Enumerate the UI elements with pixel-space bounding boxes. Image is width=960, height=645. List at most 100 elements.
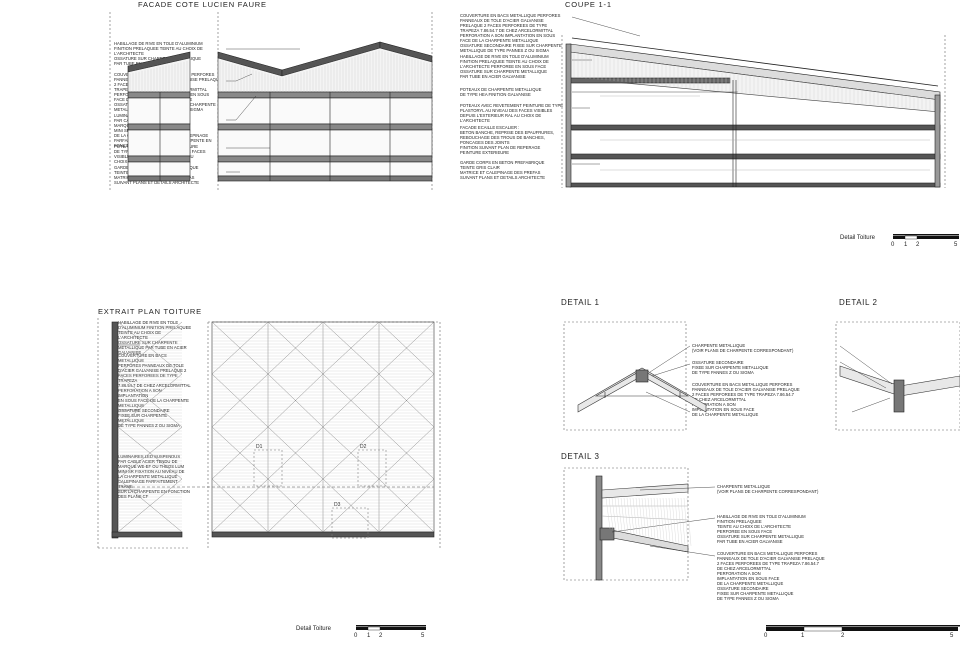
hatch-line xyxy=(117,373,183,428)
scale-plan-tick-1: 1 xyxy=(367,633,371,639)
hatch-line xyxy=(635,497,641,536)
hatch-line xyxy=(211,426,269,480)
roof-plan xyxy=(97,318,441,549)
hatch-line xyxy=(322,373,380,428)
plan-title: EXTRAIT PLAN TOITURE xyxy=(98,307,202,316)
coupe-roof-hatch xyxy=(573,53,935,111)
coupe-note-poteaux-peinture: POTEAUX AVEC REVETEMENT PEINTURE DE TYPE… xyxy=(460,103,564,123)
hatch-line xyxy=(117,478,183,533)
scale-plan-tick-5: 5 xyxy=(421,633,425,639)
hatch-line xyxy=(267,321,324,375)
hatch-line xyxy=(659,497,665,541)
hatch-line xyxy=(638,497,644,536)
hatch-line xyxy=(656,497,662,540)
hatch-line xyxy=(211,373,269,428)
detail1-note-couverture: COUVERTURE EN BACS METALLIQUE PERFORES P… xyxy=(692,382,800,417)
hatch-line xyxy=(117,426,183,480)
detail1-drawing xyxy=(563,321,707,431)
hatch-line xyxy=(620,497,626,533)
hatch-line xyxy=(662,497,668,541)
hatch-line xyxy=(671,497,677,543)
coupe-title: COUPE 1-1 xyxy=(565,0,612,9)
scale-top-tick-2: 2 xyxy=(916,242,920,248)
hatch-line xyxy=(686,497,692,546)
scale-label-top: Detail Toiture xyxy=(840,235,875,241)
hatch-line xyxy=(378,426,435,480)
hatch-line xyxy=(611,497,617,531)
facade-title: FACADE COTE LUCIEN FAURE xyxy=(138,0,267,9)
coupe-note-couverture: COUVERTURE EN BACS METALLIQUE PERFORES P… xyxy=(460,13,562,53)
coupe-note-garde-corps: GARDE CORPS EN BETON PREFABRIQUE TEINTE … xyxy=(460,160,546,180)
hatch-line xyxy=(623,497,629,533)
plan-note-luminaires: LUMINAIRES LED SUSPENDUS PAR CABLE ACIER… xyxy=(118,454,190,499)
scale-detail-tick-0: 0 xyxy=(764,633,768,639)
plan-label-d3: D3 xyxy=(334,502,341,508)
scale-top-tick-1: 1 xyxy=(904,242,908,248)
facade-roof-hatch xyxy=(129,50,431,92)
scale-bar-top xyxy=(893,234,959,240)
hatch-line xyxy=(629,497,635,534)
detail3-hatch xyxy=(605,497,692,546)
hatch-line xyxy=(267,426,324,480)
hatch-line xyxy=(653,497,659,539)
hatch-line xyxy=(378,321,435,375)
coupe-note-poteaux-hea: POTEAUX DE CHARPENTE METALLIQUE DE TYPE … xyxy=(460,87,542,97)
plan-note-rive: HABILLAGE DE RIVE EN TOLE D'ALUMINIUM FI… xyxy=(118,320,192,355)
hatch-line xyxy=(614,497,620,531)
plan-label-d2: D2 xyxy=(360,444,367,450)
detail3-drawing xyxy=(563,467,716,581)
hatch-line xyxy=(647,497,653,538)
scale-top-tick-0: 0 xyxy=(891,242,895,248)
hatch-line xyxy=(211,478,269,533)
hatch-line xyxy=(605,497,611,529)
hatch-line xyxy=(650,497,656,539)
hatch-line xyxy=(617,497,623,532)
roof-plan-hatch xyxy=(117,321,435,533)
hatch-line xyxy=(378,373,435,428)
plan-note-couverture: COUVERTURE EN BACS METALLIQUE PERFORES P… xyxy=(118,353,191,428)
detail1-title: DETAIL 1 xyxy=(561,298,600,307)
hatch-line xyxy=(644,497,650,538)
scale-plan-tick-2: 2 xyxy=(379,633,383,639)
hatch-line xyxy=(668,497,674,543)
detail2-drawing xyxy=(835,321,960,431)
hatch-line xyxy=(680,497,686,545)
detail3-note-couverture: COUVERTURE EN BACS METALLIQUE PERFORES P… xyxy=(717,551,825,601)
hatch-line xyxy=(267,478,324,533)
hatch-line xyxy=(117,321,183,375)
hatch-line xyxy=(626,497,632,534)
scale-bar-plan xyxy=(356,625,426,631)
hatch-line xyxy=(608,497,614,530)
scale-plan-tick-0: 0 xyxy=(354,633,358,639)
scale-label-plan: Detail Toiture xyxy=(296,626,331,632)
hatch-line xyxy=(674,497,680,544)
detail1-note-charpente: CHARPENTE METALLIQUE (VOIR PLANS DE CHAR… xyxy=(692,343,794,353)
detail2-title: DETAIL 2 xyxy=(839,298,878,307)
scale-detail-tick-5: 5 xyxy=(950,633,954,639)
hatch-line xyxy=(322,321,380,375)
scale-bar-detail xyxy=(766,625,960,632)
detail3-note-charpente: CHARPENTE METALLIQUE (VOIR PLANS DE CHAR… xyxy=(717,484,819,494)
coupe-note-rive: HABILLAGE DE RIVE EN TOLE D'ALUMINIUM FI… xyxy=(460,54,549,79)
hatch-line xyxy=(267,373,324,428)
plan-label-d1: D1 xyxy=(256,444,263,450)
scale-detail-tick-2: 2 xyxy=(841,633,845,639)
coupe-section xyxy=(561,16,946,188)
detail3-note-rive: HABILLAGE DE RIVE EN TOLE D'ALUMINIUM FI… xyxy=(717,514,806,544)
scale-detail-tick-1: 1 xyxy=(801,633,805,639)
hatch-line xyxy=(641,497,647,537)
detail3-title: DETAIL 3 xyxy=(561,452,600,461)
hatch-line xyxy=(322,478,380,533)
hatch-line xyxy=(322,426,380,480)
hatch-line xyxy=(677,497,683,544)
hatch-line xyxy=(665,497,671,542)
hatch-line xyxy=(378,478,435,533)
hatch-line xyxy=(211,321,269,375)
hatch-line xyxy=(683,497,689,546)
hatch-line xyxy=(632,497,638,535)
facade-elevation xyxy=(109,12,433,192)
coupe-note-facade-escalier: FACADE ECAILLE ESCALIER : BETON BANCHE, … xyxy=(460,125,555,155)
detail1-note-ossature: OSSATURE SECONDAIRE FIXEE SUR CHARPENTE … xyxy=(692,360,769,375)
